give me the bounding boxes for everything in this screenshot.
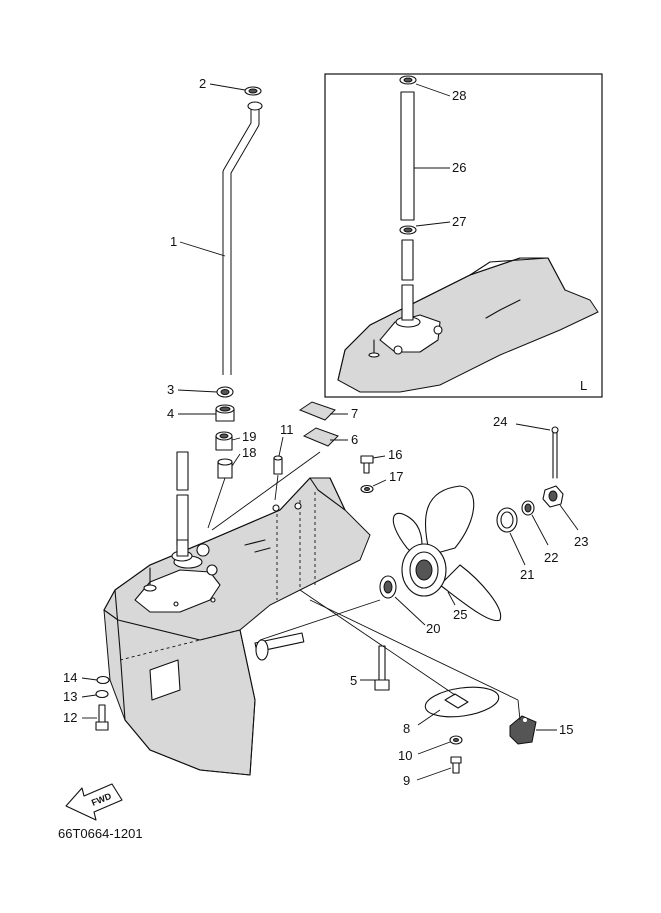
- part-18-collar: [217, 458, 233, 479]
- callout-7: 7: [351, 406, 358, 421]
- callout-21: 21: [520, 567, 534, 582]
- part-22-washer: [521, 500, 535, 516]
- callout-10: 10: [398, 748, 412, 763]
- part-8-trim-tab: [424, 686, 500, 718]
- catalog-code: 66T0664-1201: [58, 826, 143, 841]
- callout-17: 17: [389, 469, 403, 484]
- callout-1: 1: [170, 234, 177, 249]
- callout-23: 23: [574, 534, 588, 549]
- callout-4: 4: [167, 406, 174, 421]
- fwd-arrow-icon: FWD: [65, 783, 123, 821]
- callouts: 1 2 3 4 5 6 7 8 9 10 11 12 13: [63, 76, 588, 788]
- part-11-pin: [273, 455, 283, 475]
- callout-16: 16: [388, 447, 402, 462]
- part-13-washer: [95, 689, 109, 699]
- part-5-bolt: [374, 645, 390, 691]
- part-12-bolt: [95, 704, 109, 731]
- callout-24: 24: [493, 414, 507, 429]
- part-6-plate: [302, 427, 339, 447]
- part-4-bushing: [215, 404, 235, 422]
- callout-22: 22: [544, 550, 558, 565]
- lower-unit-housing: [103, 477, 371, 776]
- callout-26: 26: [452, 160, 466, 175]
- callout-9: 9: [403, 773, 410, 788]
- callout-6: 6: [351, 432, 358, 447]
- callout-11: 11: [280, 422, 294, 437]
- callout-2: 2: [199, 76, 206, 91]
- callout-25: 25: [453, 607, 467, 622]
- callout-19: 19: [242, 429, 256, 444]
- callout-5: 5: [350, 673, 357, 688]
- part-15-anode: [509, 715, 537, 745]
- callout-18: 18: [242, 445, 256, 460]
- drive-shaft: [143, 451, 218, 592]
- callout-13: 13: [63, 689, 77, 704]
- callout-28: 28: [452, 88, 466, 103]
- part-2-grommet: [244, 86, 262, 96]
- part-3-grommet: [216, 386, 234, 398]
- callout-3: 3: [167, 382, 174, 397]
- callout-12: 12: [63, 710, 77, 725]
- part-10-washer: [449, 735, 463, 745]
- part-14-washer: [96, 675, 110, 685]
- part-16-bolt: [360, 455, 374, 474]
- inset-panel: L: [324, 73, 603, 398]
- assembly-guide-lines: [207, 451, 521, 721]
- callout-27: 27: [452, 214, 466, 229]
- part-7-plate: [298, 401, 336, 421]
- callout-20: 20: [426, 621, 440, 636]
- inset-variant-tag: L: [580, 378, 587, 393]
- part-9-bolt: [450, 756, 462, 774]
- callout-8: 8: [403, 721, 410, 736]
- part-17-washer: [360, 484, 374, 494]
- callout-14: 14: [63, 670, 77, 685]
- part-25-propeller: [392, 485, 502, 622]
- callout-15: 15: [559, 722, 573, 737]
- part-24-cotter-pin: [551, 426, 559, 479]
- part-20-thrust-washer: [379, 575, 397, 599]
- part-23-nut: [542, 485, 564, 508]
- part-1-water-tube: [222, 101, 263, 375]
- part-21-spacer: [496, 507, 518, 533]
- part-19-seal: [215, 431, 233, 451]
